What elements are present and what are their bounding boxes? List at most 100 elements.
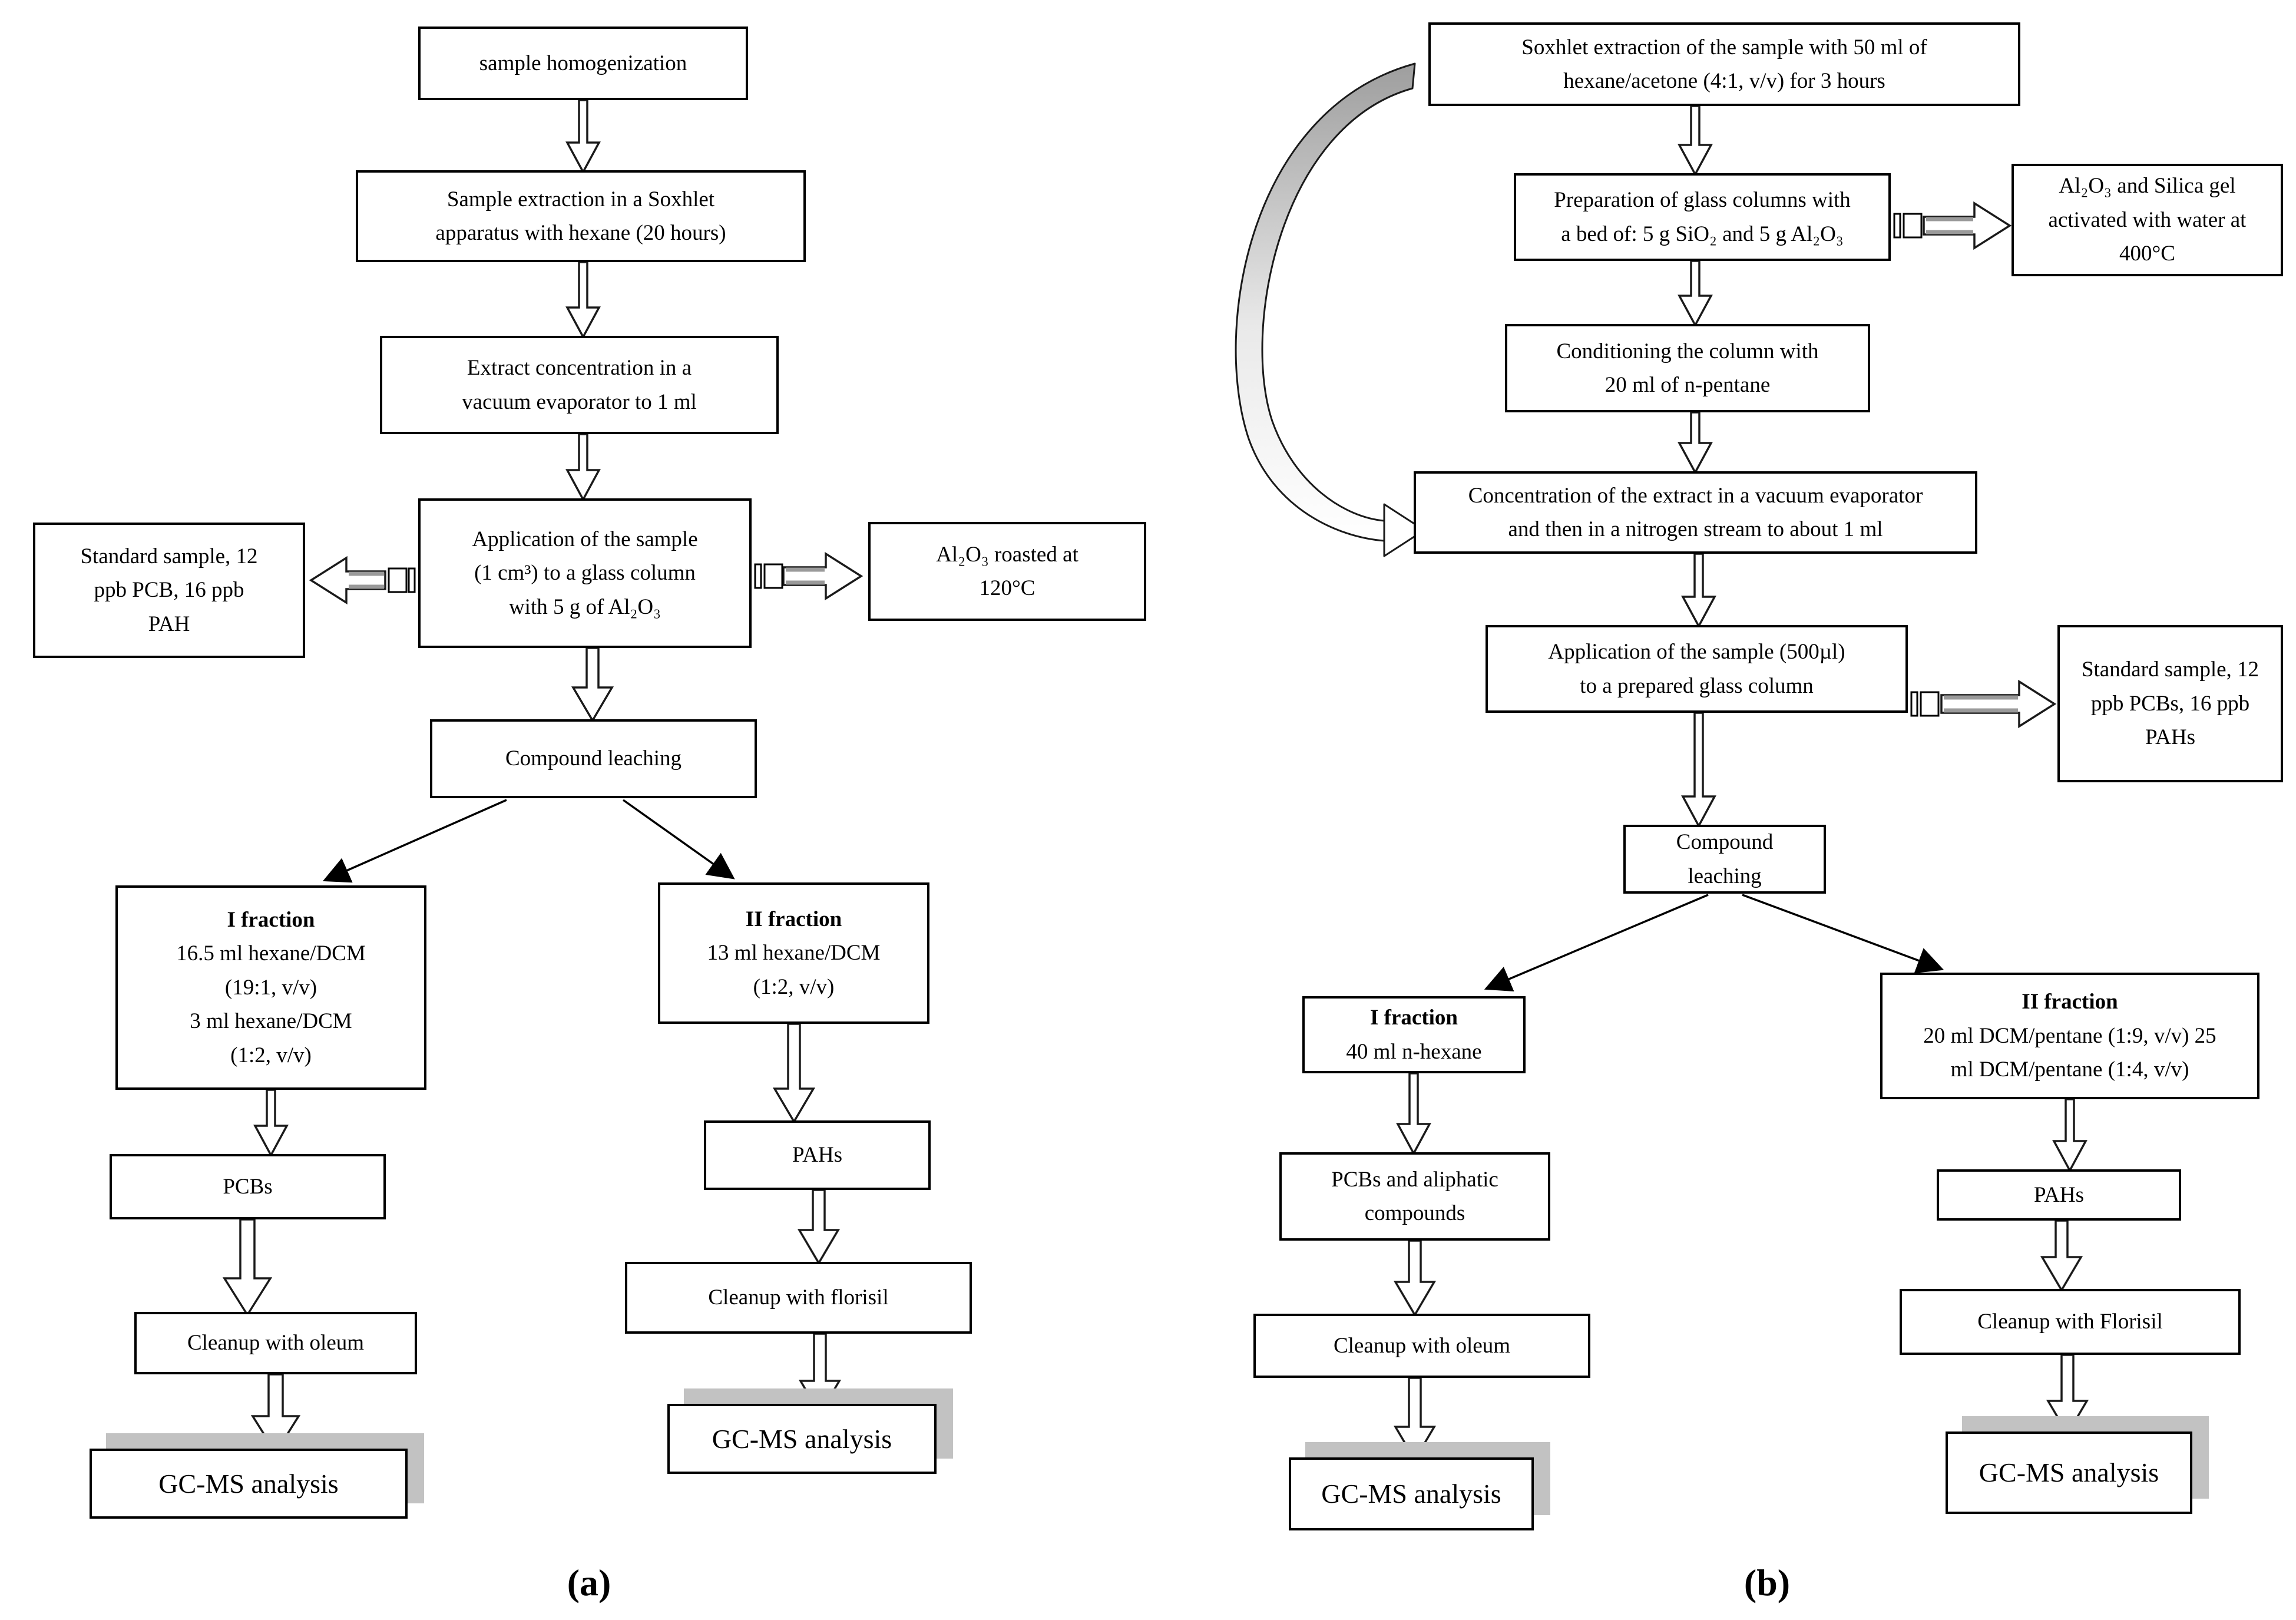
connector-glyph [763,563,783,589]
b-concentration: Concentration of the extract in a vacuum… [1414,471,1977,554]
a-sample-application-line: Application of the sample [472,527,698,551]
flow-arrow-down [571,647,614,723]
a-fraction-1-line: 16.5 ml hexane/DCM [176,941,366,966]
flow-arrow-down [1681,712,1716,828]
b-concentration-line: Concentration of the extract in a vacuum… [1468,483,1923,508]
arrow-shaft-shading [786,567,825,585]
b-sample-application-line: to a prepared glass column [1580,673,1814,698]
flow-arrow-down [1678,411,1713,475]
branch-arrow [1484,894,1709,992]
connector-glyph [754,563,762,589]
a-cleanup-florisil: Cleanup with florisil [625,1262,972,1334]
connector-glyph [1893,213,1901,239]
b-gcms-pcb-line: GC-MS analysis [1321,1479,1501,1509]
curved-return-arrowhead [1383,503,1425,557]
a-soxhlet-extraction-line: apparatus with hexane (20 hours) [435,221,726,245]
flow-arrow-down [1678,260,1713,328]
b-gcms-pah-line: GC-MS analysis [1979,1457,2159,1488]
a-fraction-1-title: I fraction [227,908,315,933]
flow-arrow-right [1923,201,2012,250]
a-gcms-pcb: GC-MS analysis [90,1449,408,1519]
curved-return-arrow [1235,62,1416,542]
b-conditioning-line: 20 ml of n-pentane [1604,373,1771,397]
b-conditioning-line: Conditioning the column with [1556,339,1819,363]
panel-b-label: (b) [1743,1562,1791,1604]
flow-arrow-down [565,433,601,502]
b-fraction-2-title: II fraction [2022,990,2118,1014]
a-gcms-pah: GC-MS analysis [667,1404,937,1474]
a-gcms-pah-line: GC-MS analysis [712,1423,892,1454]
a-sample-application-line: (1 cm³) to a glass column [474,561,696,586]
a-fraction-2: II fraction 13 ml hexane/DCM (1:2, v/v) [658,882,929,1024]
a-sample-homogenization: sample homogenization [418,27,748,100]
b-fraction-1-title: I fraction [1370,1006,1458,1030]
a-fraction-2-title: II fraction [745,907,842,931]
flow-arrow-right [1940,679,2057,729]
b-conditioning: Conditioning the column with 20 ml of n-p… [1505,324,1870,412]
flow-arrow-down [797,1189,841,1265]
flow-arrow-down [772,1023,816,1124]
a-fraction-2-line: 13 ml hexane/DCM [707,941,881,966]
b-activated-gel-line: Al₂O₃ and Silica gel [2059,174,2236,199]
b-compound-leaching-line: leaching [1688,864,1762,888]
connector-glyph [388,567,408,593]
b-soxhlet-extraction-line: hexane/acetone (4:1, v/v) for 3 hours [1563,69,1885,93]
a-fraction-1: I fraction 16.5 ml hexane/DCM (19:1, v/v) 3… [115,885,426,1090]
a-standard-sample-line: Standard sample, 12 [80,544,258,568]
b-fraction-1: I fraction 40 ml n-hexane [1302,996,1526,1073]
flow-arrow-down [253,1089,289,1158]
a-fraction-1-line: (19:1, v/v) [224,975,317,1000]
flow-arrow-down [1681,553,1716,629]
a-cleanup-florisil-line: Cleanup with florisil [708,1285,889,1310]
b-compound-leaching-line: Compound [1676,830,1774,855]
flow-arrow-left [309,556,386,605]
a-pahs-line: PAHs [792,1143,843,1168]
a-fraction-2-line: (1:2, v/v) [753,974,835,999]
b-soxhlet-extraction: Soxhlet extraction of the sample with 50… [1428,22,2020,106]
connector-glyph [1903,213,1923,239]
a-standard-sample-line: PAH [148,611,190,636]
b-standard-sample-line: ppb PCBs, 16 ppb [2090,691,2250,716]
a-cleanup-oleum-line: Cleanup with oleum [187,1331,365,1355]
b-cleanup-florisil: Cleanup with Florisil [1900,1289,2241,1355]
panel-a-label: (a) [567,1562,611,1604]
b-cleanup-florisil-line: Cleanup with Florisil [1977,1310,2163,1334]
b-pcbs-aliphatic-line: PCBs and aliphatic [1331,1167,1498,1192]
arrow-shaft-shading [1926,217,1973,234]
a-pcbs-line: PCBs [223,1174,273,1199]
b-soxhlet-extraction-line: Soxhlet extraction of the sample with 50… [1521,35,1927,59]
a-standard-sample-line: ppb PCB, 16 ppb [94,578,244,603]
b-pahs-line: PAHs [2033,1182,2085,1207]
b-gcms-pcb: GC-MS analysis [1289,1457,1534,1530]
a-compound-leaching-line: Compound leaching [505,746,682,771]
a-gcms-pcb-line: GC-MS analysis [158,1468,339,1499]
a-soxhlet-extraction-line: Sample extraction in a Soxhlet [446,187,715,211]
b-glass-columns-line: Preparation of glass columns with [1554,188,1851,213]
flow-arrow-down [2052,1098,2087,1173]
b-glass-columns-line: a bed of: 5 g SiO₂ and 5 g Al₂O₃ [1561,221,1844,246]
b-activated-gel-line: 400°C [2119,242,2175,266]
connector-glyph [408,567,416,593]
b-glass-columns: Preparation of glass columns with a bed o… [1514,173,1891,261]
b-standard-sample-line: PAHs [2145,725,2196,750]
branch-arrow [322,799,507,883]
b-sample-application-line: Application of the sample (500µl) [1548,640,1845,664]
flow-arrow-down [565,261,601,339]
a-fraction-1-line: (1:2, v/v) [230,1043,312,1067]
b-concentration-line: and then in a nitrogen stream to about 1… [1508,517,1883,541]
b-fraction-1-line: 40 ml n-hexane [1346,1039,1482,1064]
a-sample-homogenization-line: sample homogenization [479,51,687,75]
b-sample-application: Application of the sample (500µl) to a pr… [1486,625,1908,713]
arrow-shaft-shading [1944,695,2018,713]
a-roasted-alumina-line: Al₂O₃ roasted at [936,542,1078,567]
a-soxhlet-extraction: Sample extraction in a Soxhlet apparatus … [356,170,806,262]
a-pcbs: PCBs [110,1154,386,1219]
flow-arrow-down [1393,1239,1437,1317]
b-compound-leaching: Compound leaching [1623,825,1826,894]
a-fraction-1-line: 3 ml hexane/DCM [190,1009,352,1034]
